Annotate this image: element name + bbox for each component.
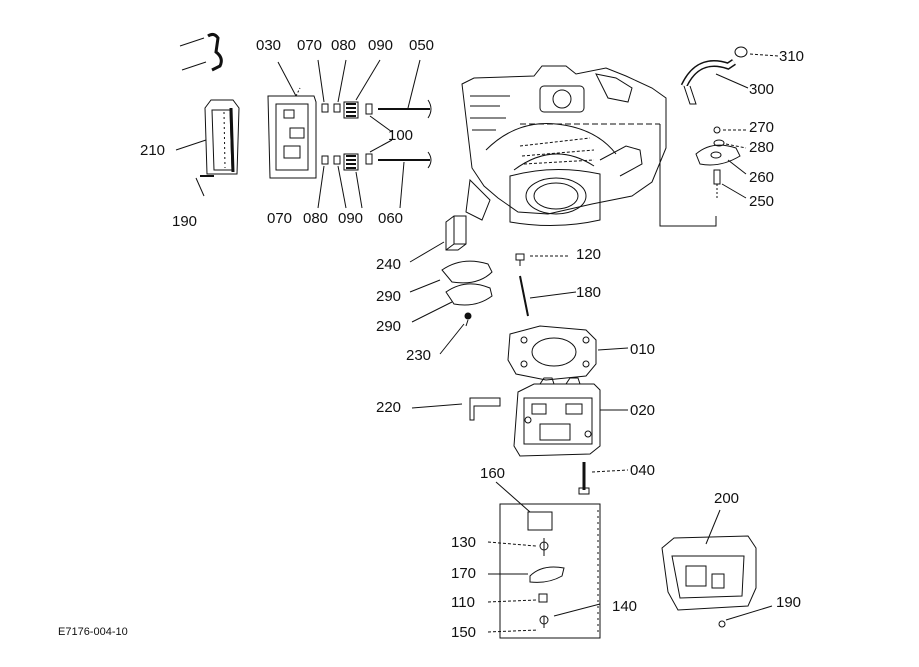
label-030: 030 [256, 37, 282, 54]
figure-reference-code: E7176-004-10 [58, 626, 128, 638]
label-110: 110 [451, 594, 475, 611]
bracket-part-220 [411, 397, 501, 421]
label-210: 210 [140, 142, 166, 159]
hose-part-300 [680, 46, 779, 105]
label-260: 260 [749, 169, 775, 186]
label-050: 050 [409, 37, 435, 54]
valve-spring-bottom [317, 115, 432, 209]
label-120: 120 [576, 246, 602, 263]
guide-block-part-240 [409, 215, 467, 263]
breather-tube-part [179, 32, 223, 72]
bolt-part-120 [515, 253, 570, 266]
label-010: 010 [630, 341, 656, 358]
label-130: 130 [451, 534, 477, 551]
bolt-part-040 [578, 462, 629, 495]
label-020: 020 [630, 402, 656, 419]
plate-part-290-top [409, 260, 493, 293]
label-270: 270 [749, 119, 775, 136]
rocker-bracket-part-030 [267, 61, 317, 179]
cylinder-head-part-020 [513, 377, 628, 457]
label-170: 170 [451, 565, 477, 582]
rocker-cover-part-200 [661, 509, 757, 611]
label-040: 040 [630, 462, 656, 479]
label-070-top: 070 [297, 37, 323, 54]
label-150: 150 [451, 624, 477, 641]
label-140: 140 [612, 598, 638, 615]
bolt-part-190-right [718, 605, 773, 628]
valve-spring-top [317, 59, 432, 119]
label-070-bottom: 070 [267, 210, 293, 227]
label-220: 220 [376, 399, 402, 416]
label-100: 100 [388, 127, 414, 144]
label-310: 310 [779, 48, 805, 65]
label-230: 230 [406, 347, 432, 364]
label-080-bottom: 080 [303, 210, 329, 227]
head-gasket-part-010 [507, 325, 629, 381]
bolt-part-190-left [195, 175, 214, 197]
label-200: 200 [714, 490, 740, 507]
label-240: 240 [376, 256, 402, 273]
label-250: 250 [749, 193, 775, 210]
label-160: 160 [480, 465, 506, 482]
label-290-top: 290 [376, 288, 402, 305]
label-090-bottom: 090 [338, 210, 364, 227]
label-090-top: 090 [368, 37, 394, 54]
label-300: 300 [749, 81, 775, 98]
label-290-bottom: 290 [376, 318, 402, 335]
engine-block-assembly [461, 65, 717, 227]
plate-part-290-bottom [411, 283, 493, 323]
rocker-subassembly-frame [487, 481, 601, 639]
label-280: 280 [749, 139, 775, 156]
breather-plate-stack [695, 126, 747, 199]
label-190-right: 190 [776, 594, 802, 611]
label-080-top: 080 [331, 37, 357, 54]
label-180: 180 [576, 284, 602, 301]
label-190-left: 190 [172, 213, 198, 230]
rocker-cover-part-210 [175, 99, 240, 175]
screw-part-230 [439, 312, 472, 355]
push-rod-part-180 [519, 275, 577, 317]
label-060: 060 [378, 210, 404, 227]
